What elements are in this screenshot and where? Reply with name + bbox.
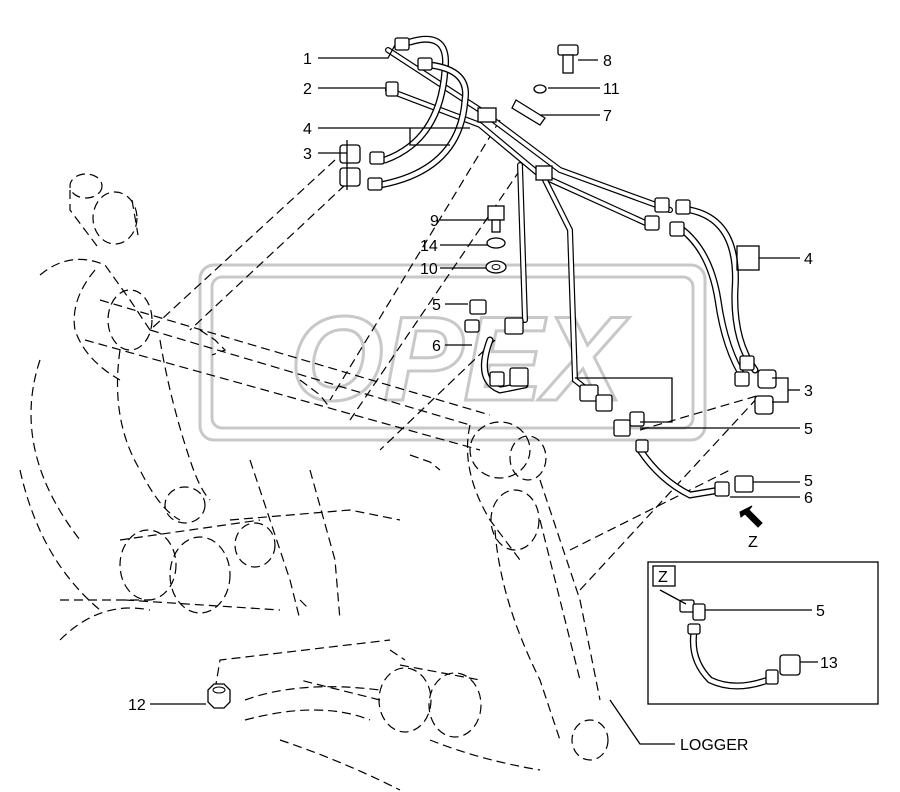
part4-bracket-right — [736, 245, 760, 271]
view-z-arrow — [739, 505, 763, 528]
watermark-text: OPEX — [290, 292, 630, 426]
callout-6-center: 6 — [432, 338, 441, 355]
part5-box — [575, 377, 673, 423]
detail-z-box — [647, 561, 879, 705]
detail-z-label: Z — [658, 569, 668, 586]
callout-2: 2 — [303, 81, 312, 98]
callout-5-lower: 5 — [804, 473, 813, 490]
callout-13: 13 — [820, 655, 838, 672]
callout-5-right: 5 — [804, 421, 813, 438]
callout-3-right: 3 — [804, 383, 813, 400]
callout-3-left: 3 — [303, 146, 312, 163]
leader-lines — [150, 44, 800, 745]
callout-9: 9 — [430, 213, 439, 230]
callout-10: 10 — [420, 261, 438, 278]
callout-5-center: 5 — [432, 297, 441, 314]
callout-11: 11 — [603, 81, 620, 98]
view-z-label: Z — [748, 534, 758, 551]
logger-label: LOGGER — [680, 737, 748, 754]
fittings — [207, 37, 777, 709]
watermark: OPEX — [198, 263, 707, 442]
callout-14: 14 — [420, 238, 438, 255]
callout-7: 7 — [603, 108, 612, 125]
callout-4-left: 4 — [303, 121, 312, 138]
boom-frame — [19, 173, 761, 791]
callout-6-right: 6 — [804, 490, 813, 507]
callout-12: 12 — [128, 697, 146, 714]
part4-bracket-left — [409, 127, 470, 146]
callout-1: 1 — [303, 51, 312, 68]
hydraulic-hoses — [376, 35, 759, 499]
callout-labels: 1 2 4 3 8 11 7 9 14 10 5 6 4 3 5 5 6 Z Z… — [128, 51, 838, 754]
callout-5-detail: 5 — [816, 603, 825, 620]
callout-8: 8 — [603, 53, 612, 70]
callout-4-right: 4 — [804, 251, 813, 268]
